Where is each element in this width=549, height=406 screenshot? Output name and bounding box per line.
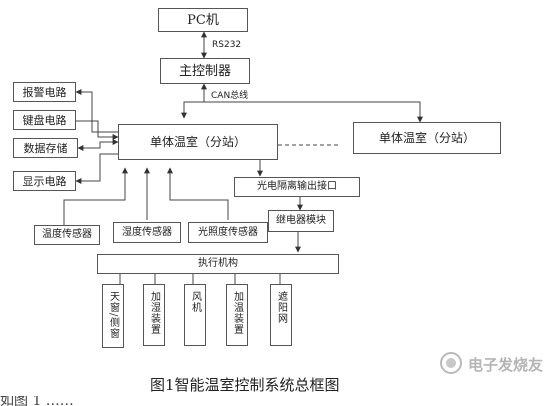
cut-off-text-line: 如图 1 …… bbox=[0, 396, 549, 406]
shade-node: 遮阳网 bbox=[270, 284, 292, 346]
rs232-label: RS232 bbox=[212, 40, 242, 50]
watermark-text: 电子发烧友 bbox=[468, 356, 544, 374]
figure-caption: 图1智能温室控制系统总框图 bbox=[150, 376, 340, 394]
data-storage-node: 数据存储 bbox=[13, 138, 78, 158]
greenhouse-other-node: 单体温室（分站） bbox=[353, 122, 501, 154]
heater-label: 加温装置 bbox=[231, 291, 243, 335]
storage-link bbox=[77, 139, 119, 151]
fan-label: 风机 bbox=[189, 291, 201, 313]
shade-label: 遮阳网 bbox=[275, 291, 287, 324]
temp-sensor-node: 温度传感器 bbox=[34, 225, 100, 245]
keyboard-link bbox=[76, 120, 119, 140]
keyboard-node: 键盘电路 bbox=[13, 110, 76, 130]
greenhouse-main-node: 单体温室（分站） bbox=[118, 124, 278, 160]
main-controller-node: 主控制器 bbox=[160, 58, 250, 84]
cut-off-text: 如图 1 …… bbox=[0, 396, 74, 406]
temp-link bbox=[63, 167, 128, 225]
humidity-sensor-label: 湿度传感器 bbox=[122, 226, 172, 238]
alarm-link bbox=[75, 89, 118, 133]
humidity-sensor-node: 湿度传感器 bbox=[113, 222, 181, 243]
humidifier-label: 加湿装置 bbox=[148, 291, 160, 335]
fan-node: 风机 bbox=[184, 284, 206, 346]
relay-node: 继电器模块 bbox=[268, 210, 334, 232]
alarm-node: 报警电路 bbox=[13, 82, 76, 102]
greenhouse-other-label: 单体温室（分站） bbox=[378, 131, 475, 145]
display-node: 显示电路 bbox=[13, 171, 76, 191]
heater-node: 加温装置 bbox=[226, 284, 248, 346]
pc-label: PC机 bbox=[187, 12, 219, 28]
pc-node: PC机 bbox=[158, 8, 248, 32]
optoisolation-node: 光电隔离输出接口 bbox=[234, 177, 360, 197]
skylight-label: 天窗/侧窗 bbox=[107, 291, 119, 340]
relay-label: 继电器模块 bbox=[276, 215, 326, 226]
display-link bbox=[75, 153, 118, 184]
humidifier-node: 加湿装置 bbox=[143, 284, 165, 346]
data-storage-label: 数据存储 bbox=[23, 141, 68, 155]
light-sensor-node: 光照度传感器 bbox=[188, 222, 268, 243]
skylight-node: 天窗/侧窗 bbox=[102, 284, 124, 348]
greenhouse-main-label: 单体温室（分站） bbox=[149, 135, 246, 149]
optoisolation-label: 光电隔离输出接口 bbox=[257, 181, 337, 192]
light-sensor-label: 光照度传感器 bbox=[198, 226, 258, 238]
temp-sensor-label: 温度传感器 bbox=[42, 229, 92, 240]
keyboard-label: 键盘电路 bbox=[22, 113, 67, 127]
can-bus bbox=[181, 101, 423, 123]
display-label: 显示电路 bbox=[22, 174, 67, 188]
main-controller-label: 主控制器 bbox=[178, 63, 231, 79]
watermark-logo-icon bbox=[440, 352, 462, 374]
actuator-label: 执行机构 bbox=[198, 258, 238, 269]
actuator-node: 执行机构 bbox=[97, 254, 339, 274]
alarm-label: 报警电路 bbox=[22, 85, 67, 99]
can-label: CAN总线 bbox=[211, 91, 249, 101]
light-link bbox=[167, 167, 229, 220]
